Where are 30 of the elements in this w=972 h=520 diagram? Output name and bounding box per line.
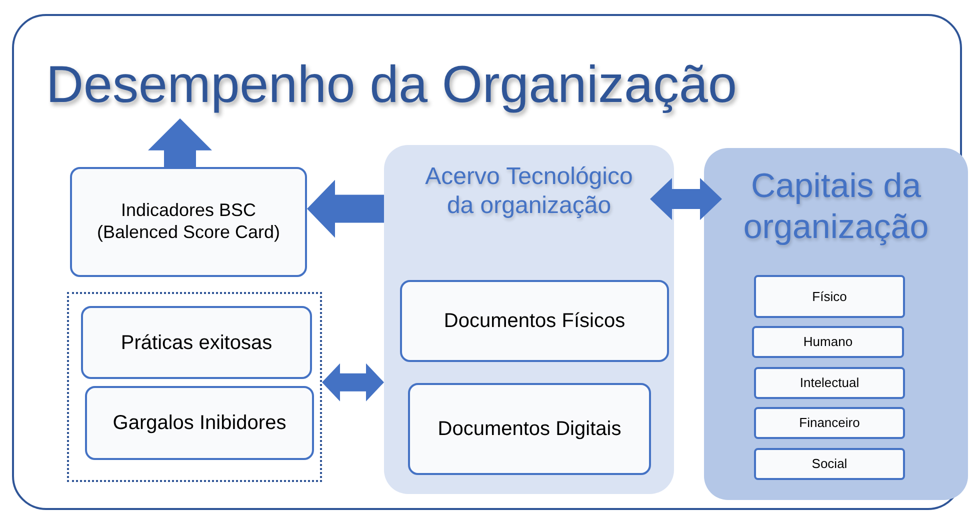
item-box <box>754 275 905 318</box>
block-arrow <box>307 180 384 238</box>
process-box <box>81 306 312 379</box>
box-label: Social <box>812 456 848 472</box>
item-box <box>754 407 905 439</box>
box-label: Financeiro <box>799 415 860 431</box>
box-label: Gargalos Inibidores <box>112 411 286 435</box>
box-label: Práticas exitosas <box>120 330 272 354</box>
block-arrow <box>650 178 722 220</box>
process-box <box>400 280 669 362</box>
block-arrow <box>322 363 384 402</box>
box-label: Físico <box>812 288 847 304</box>
diagram-heading: Desempenho da Organização <box>46 55 737 116</box>
box-label: Humano <box>803 334 853 350</box>
item-box <box>754 448 905 480</box>
box-label: Indicadores BSC (Balenced Score Card) <box>96 200 282 244</box>
box-label: Documentos Físicos <box>444 309 626 333</box>
panel <box>704 148 968 500</box>
panel-heading: Capitais da organização <box>742 166 930 248</box>
process-box <box>70 167 307 277</box>
block-arrow <box>148 118 212 167</box>
process-box <box>85 386 314 460</box>
box-label: Documentos Digitais <box>438 417 622 441</box>
box-label: Intelectual <box>800 375 860 391</box>
item-box <box>754 367 905 399</box>
panel <box>384 145 674 494</box>
panel-heading: Acervo Tecnológico da organização <box>424 163 634 221</box>
item-box <box>752 326 904 358</box>
process-box <box>408 383 651 475</box>
dotted-group-box <box>67 292 322 482</box>
